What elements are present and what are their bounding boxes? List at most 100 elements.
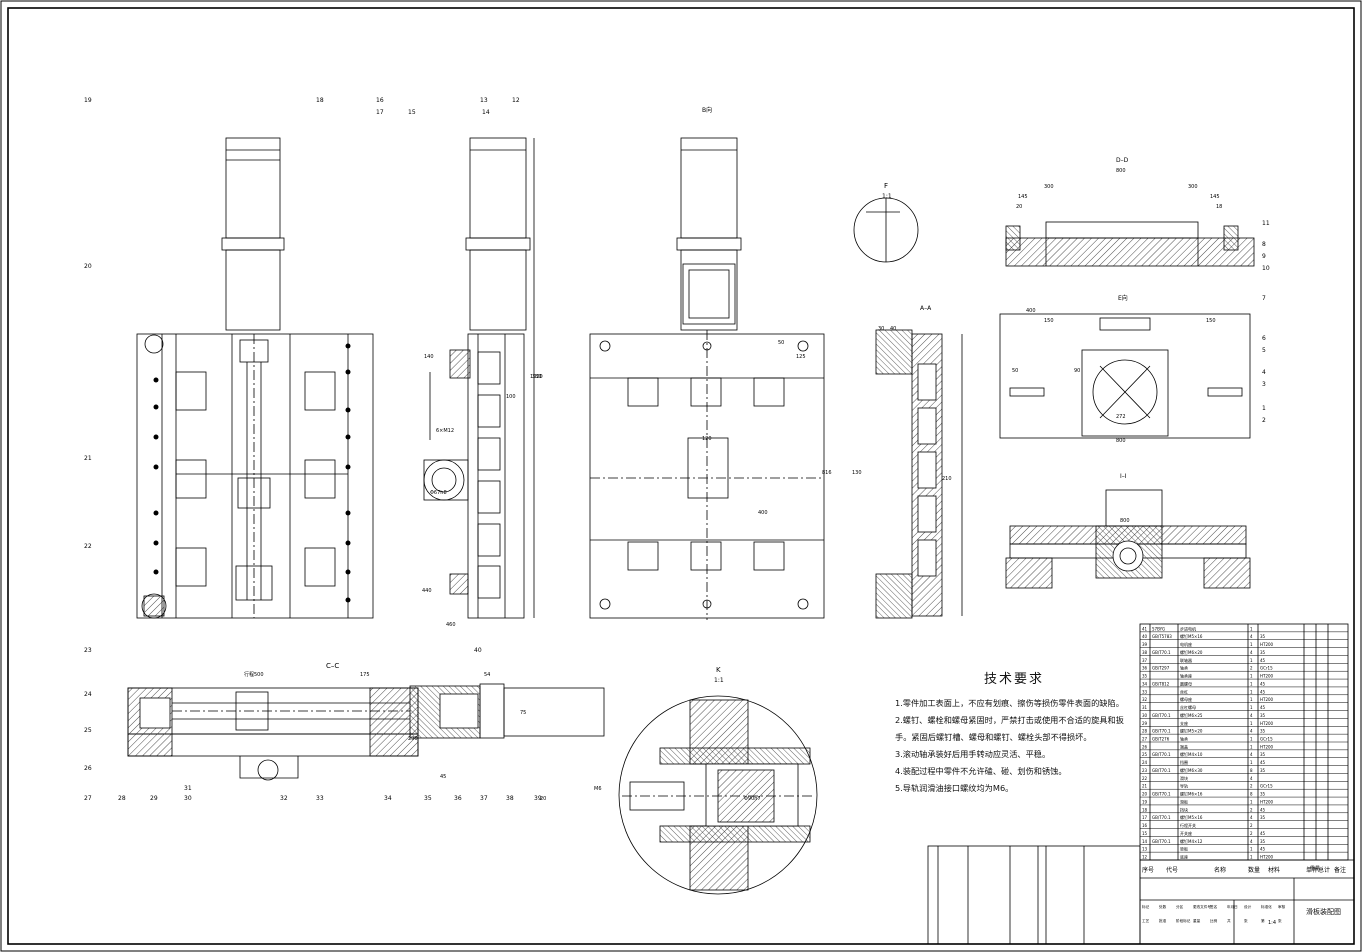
bom-code: GB/T70.1 xyxy=(1152,792,1171,797)
bom-name: 轴承 xyxy=(1180,736,1188,742)
bom-material: 45 xyxy=(1260,681,1266,686)
tech-item-3: 3.滚动轴承装好后用手转动应灵活、平稳。 xyxy=(895,749,1051,759)
dimension-text: 800 xyxy=(1116,168,1126,174)
inner-border xyxy=(7,7,1355,945)
view-k-circle xyxy=(618,695,818,895)
bom-qty: 1 xyxy=(1250,681,1253,686)
label-view-b: B向 xyxy=(702,106,712,114)
bom-header: 总计 xyxy=(1318,866,1330,874)
bom-index: 29 xyxy=(1142,721,1148,726)
bom-name: 行程开关 xyxy=(1180,822,1196,828)
tech-item-4: 4.装配过程中零件不允许磕、碰、划伤和锈蚀。 xyxy=(895,766,1067,776)
bom-name: 开关座 xyxy=(1180,830,1192,836)
dimension-text: 150 xyxy=(1044,318,1054,324)
balloon-number: 24 xyxy=(84,691,92,698)
bom-name: 步进电机 xyxy=(1180,625,1196,631)
dimension-text: 175 xyxy=(360,672,370,678)
balloon-number: 11 xyxy=(1262,220,1270,227)
bom-index: 35 xyxy=(1142,674,1148,679)
bom-material: 35 xyxy=(1260,650,1266,655)
dimension-text: 300 xyxy=(1188,184,1198,190)
bom-name: 联轴器 xyxy=(1180,657,1192,663)
bom-qty: 2 xyxy=(1250,666,1253,671)
bom-header: 数量 xyxy=(1248,866,1260,874)
sign-label: 标准化 xyxy=(1261,904,1272,909)
dimension-text: 290 xyxy=(408,736,418,742)
sign-label: 比例 xyxy=(1210,918,1218,923)
bom-material: 45 xyxy=(1260,807,1266,812)
dimension-text: 75 xyxy=(520,710,526,716)
bom-material: 45 xyxy=(1260,689,1266,694)
dimension-text: 210 xyxy=(942,476,952,482)
balloon-number: 14 xyxy=(482,109,490,116)
bom-index: 33 xyxy=(1142,689,1148,694)
bom-index: 13 xyxy=(1142,847,1148,852)
drawing-scale: 1:4 xyxy=(1268,920,1276,926)
bom-qty: 1 xyxy=(1250,799,1253,804)
bom-index: 24 xyxy=(1142,760,1148,765)
balloon-number: 36 xyxy=(454,795,462,802)
dimension-text: Φ90h7 xyxy=(744,796,761,802)
dimension-text: 6×M12 xyxy=(436,428,454,434)
bom-code: GB/T5783 xyxy=(1152,634,1172,639)
bom-qty: 1 xyxy=(1250,689,1253,694)
sign-label: 标记 xyxy=(1142,904,1150,909)
bom-index: 20 xyxy=(1142,792,1148,797)
bom-qty: 4 xyxy=(1250,776,1253,781)
tech-item-5: 5.导轨润滑油接口螺纹均为M6。 xyxy=(895,783,1014,793)
dimension-text: 30 xyxy=(878,326,884,332)
balloon-number: 4 xyxy=(1262,369,1266,376)
dimension-text: 380 xyxy=(532,374,542,380)
sign-label: 年月日 xyxy=(1227,904,1238,909)
balloon-number: 5 xyxy=(1262,347,1266,354)
balloon-number: 26 xyxy=(84,765,92,772)
balloon-number: 37 xyxy=(480,795,488,802)
bom-material: HT200 xyxy=(1260,799,1274,804)
bom-qty: 2 xyxy=(1250,784,1253,789)
bom-index: 14 xyxy=(1142,839,1148,844)
balloon-number: 10 xyxy=(1262,265,1270,272)
dimension-text: 816 xyxy=(822,470,832,476)
bom-material: HT200 xyxy=(1260,642,1274,647)
side-view-2 xyxy=(423,137,535,619)
bom-index: 39 xyxy=(1142,642,1148,647)
bom-name: 螺钉M5×20 xyxy=(1180,728,1203,734)
bom-material: GCr15 xyxy=(1260,737,1273,742)
balloon-number: 33 xyxy=(316,795,324,802)
section-i xyxy=(1005,489,1251,589)
bom-qty: 1 xyxy=(1250,626,1253,631)
dimension-text: 125 xyxy=(796,354,806,360)
dimension-text: 120 xyxy=(702,436,712,442)
bom-name: 螺钉M4×12 xyxy=(1180,838,1203,844)
bom-index: 31 xyxy=(1142,705,1148,710)
bom-name: 螺钉M6×25 xyxy=(1180,712,1203,718)
bom-qty: 4 xyxy=(1250,650,1253,655)
bom-index: 26 xyxy=(1142,744,1148,749)
dimension-text: 40 xyxy=(890,326,896,332)
bom-index: 17 xyxy=(1142,815,1148,820)
bom-material: GCr15 xyxy=(1260,666,1273,671)
bom-qty: 2 xyxy=(1250,823,1253,828)
bom-qty: 2 xyxy=(1250,807,1253,812)
dimension-text: 300 xyxy=(1044,184,1054,190)
bom-material: 45 xyxy=(1260,847,1266,852)
bom-material: 35 xyxy=(1260,768,1266,773)
balloon-number: 18 xyxy=(316,97,324,104)
sign-label: 更改文件号 xyxy=(1193,904,1211,909)
balloon-number: 31 xyxy=(184,785,192,792)
bom-name: 丝杠 xyxy=(1180,688,1188,694)
balloon-number: 29 xyxy=(150,795,158,802)
dimension-text: 145 xyxy=(1018,194,1028,200)
bom-material: HT200 xyxy=(1260,721,1274,726)
bom-material: HT200 xyxy=(1260,697,1274,702)
bom-index: 19 xyxy=(1142,799,1148,804)
bom-material: GCr15 xyxy=(1260,784,1273,789)
bom-material: 35 xyxy=(1260,634,1266,639)
bom-material: 45 xyxy=(1260,831,1266,836)
bom-material: 35 xyxy=(1260,792,1266,797)
bom-qty: 4 xyxy=(1250,634,1253,639)
view-e xyxy=(999,313,1251,439)
balloon-number: 34 xyxy=(384,795,392,802)
bom-header: 代号 xyxy=(1166,866,1178,874)
